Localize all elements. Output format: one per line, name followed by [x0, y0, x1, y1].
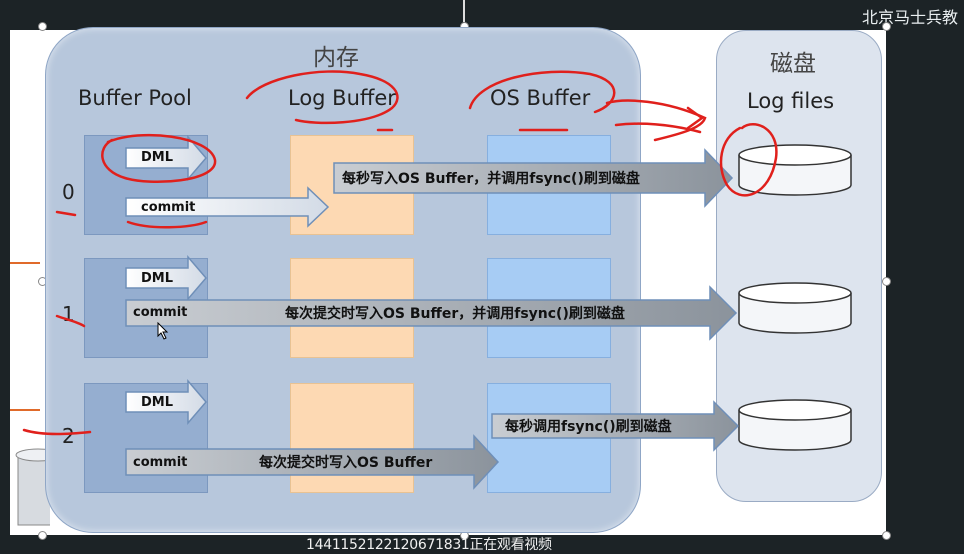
row-number-2: 2: [62, 424, 75, 448]
mouse-cursor-icon: [157, 322, 169, 340]
row-number-1: 1: [62, 302, 75, 326]
rotate-handle-line: [463, 0, 465, 22]
flow-arrow-2-fsync: [491, 400, 740, 452]
selection-handle[interactable]: [38, 531, 47, 540]
partial-disk-icon: [15, 448, 50, 526]
memory-title: 内存: [313, 45, 359, 71]
flow-arrow-0: [333, 148, 734, 208]
flow-label-0: 每秒写入OS Buffer，并调用fsync()刷到磁盘: [342, 171, 640, 187]
row-number-0: 0: [62, 180, 75, 204]
disk-title: 磁盘: [770, 51, 816, 77]
flow-label-2-fsync: 每秒调用fsync()刷到磁盘: [505, 419, 672, 435]
disk-cylinder-2: [738, 399, 852, 451]
disk-cylinder-1: [738, 282, 852, 334]
flow-label-2-write: 每次提交时写入OS Buffer: [259, 455, 433, 471]
flow-arrow-2-write: [125, 434, 500, 490]
column-header-log-files: Log files: [747, 89, 835, 113]
flow-arrow-1: [125, 285, 738, 341]
commit-arrow-0: [125, 186, 330, 228]
dml-arrow-2: [125, 378, 207, 426]
dml-label-0: DML: [141, 150, 174, 165]
selection-handle[interactable]: [38, 22, 47, 31]
flow-label-1: 每次提交时写入OS Buffer，并调用fsync()刷到磁盘: [285, 306, 625, 322]
orange-tick: [10, 409, 40, 411]
selection-handle[interactable]: [882, 22, 891, 31]
dml-label-1: DML: [141, 271, 174, 286]
viewer-notice: 1441152122120671831正在观看视频: [306, 537, 552, 553]
selection-handle[interactable]: [882, 277, 891, 286]
dml-label-2: DML: [141, 395, 174, 410]
selection-handle[interactable]: [882, 531, 891, 540]
column-header-buffer-pool: Buffer Pool: [78, 86, 192, 110]
dml-arrow-1: [125, 254, 207, 302]
commit-label-2: commit: [133, 455, 188, 470]
commit-label-0: commit: [141, 200, 196, 215]
orange-tick: [10, 262, 40, 264]
commit-label-1: commit: [133, 305, 188, 320]
